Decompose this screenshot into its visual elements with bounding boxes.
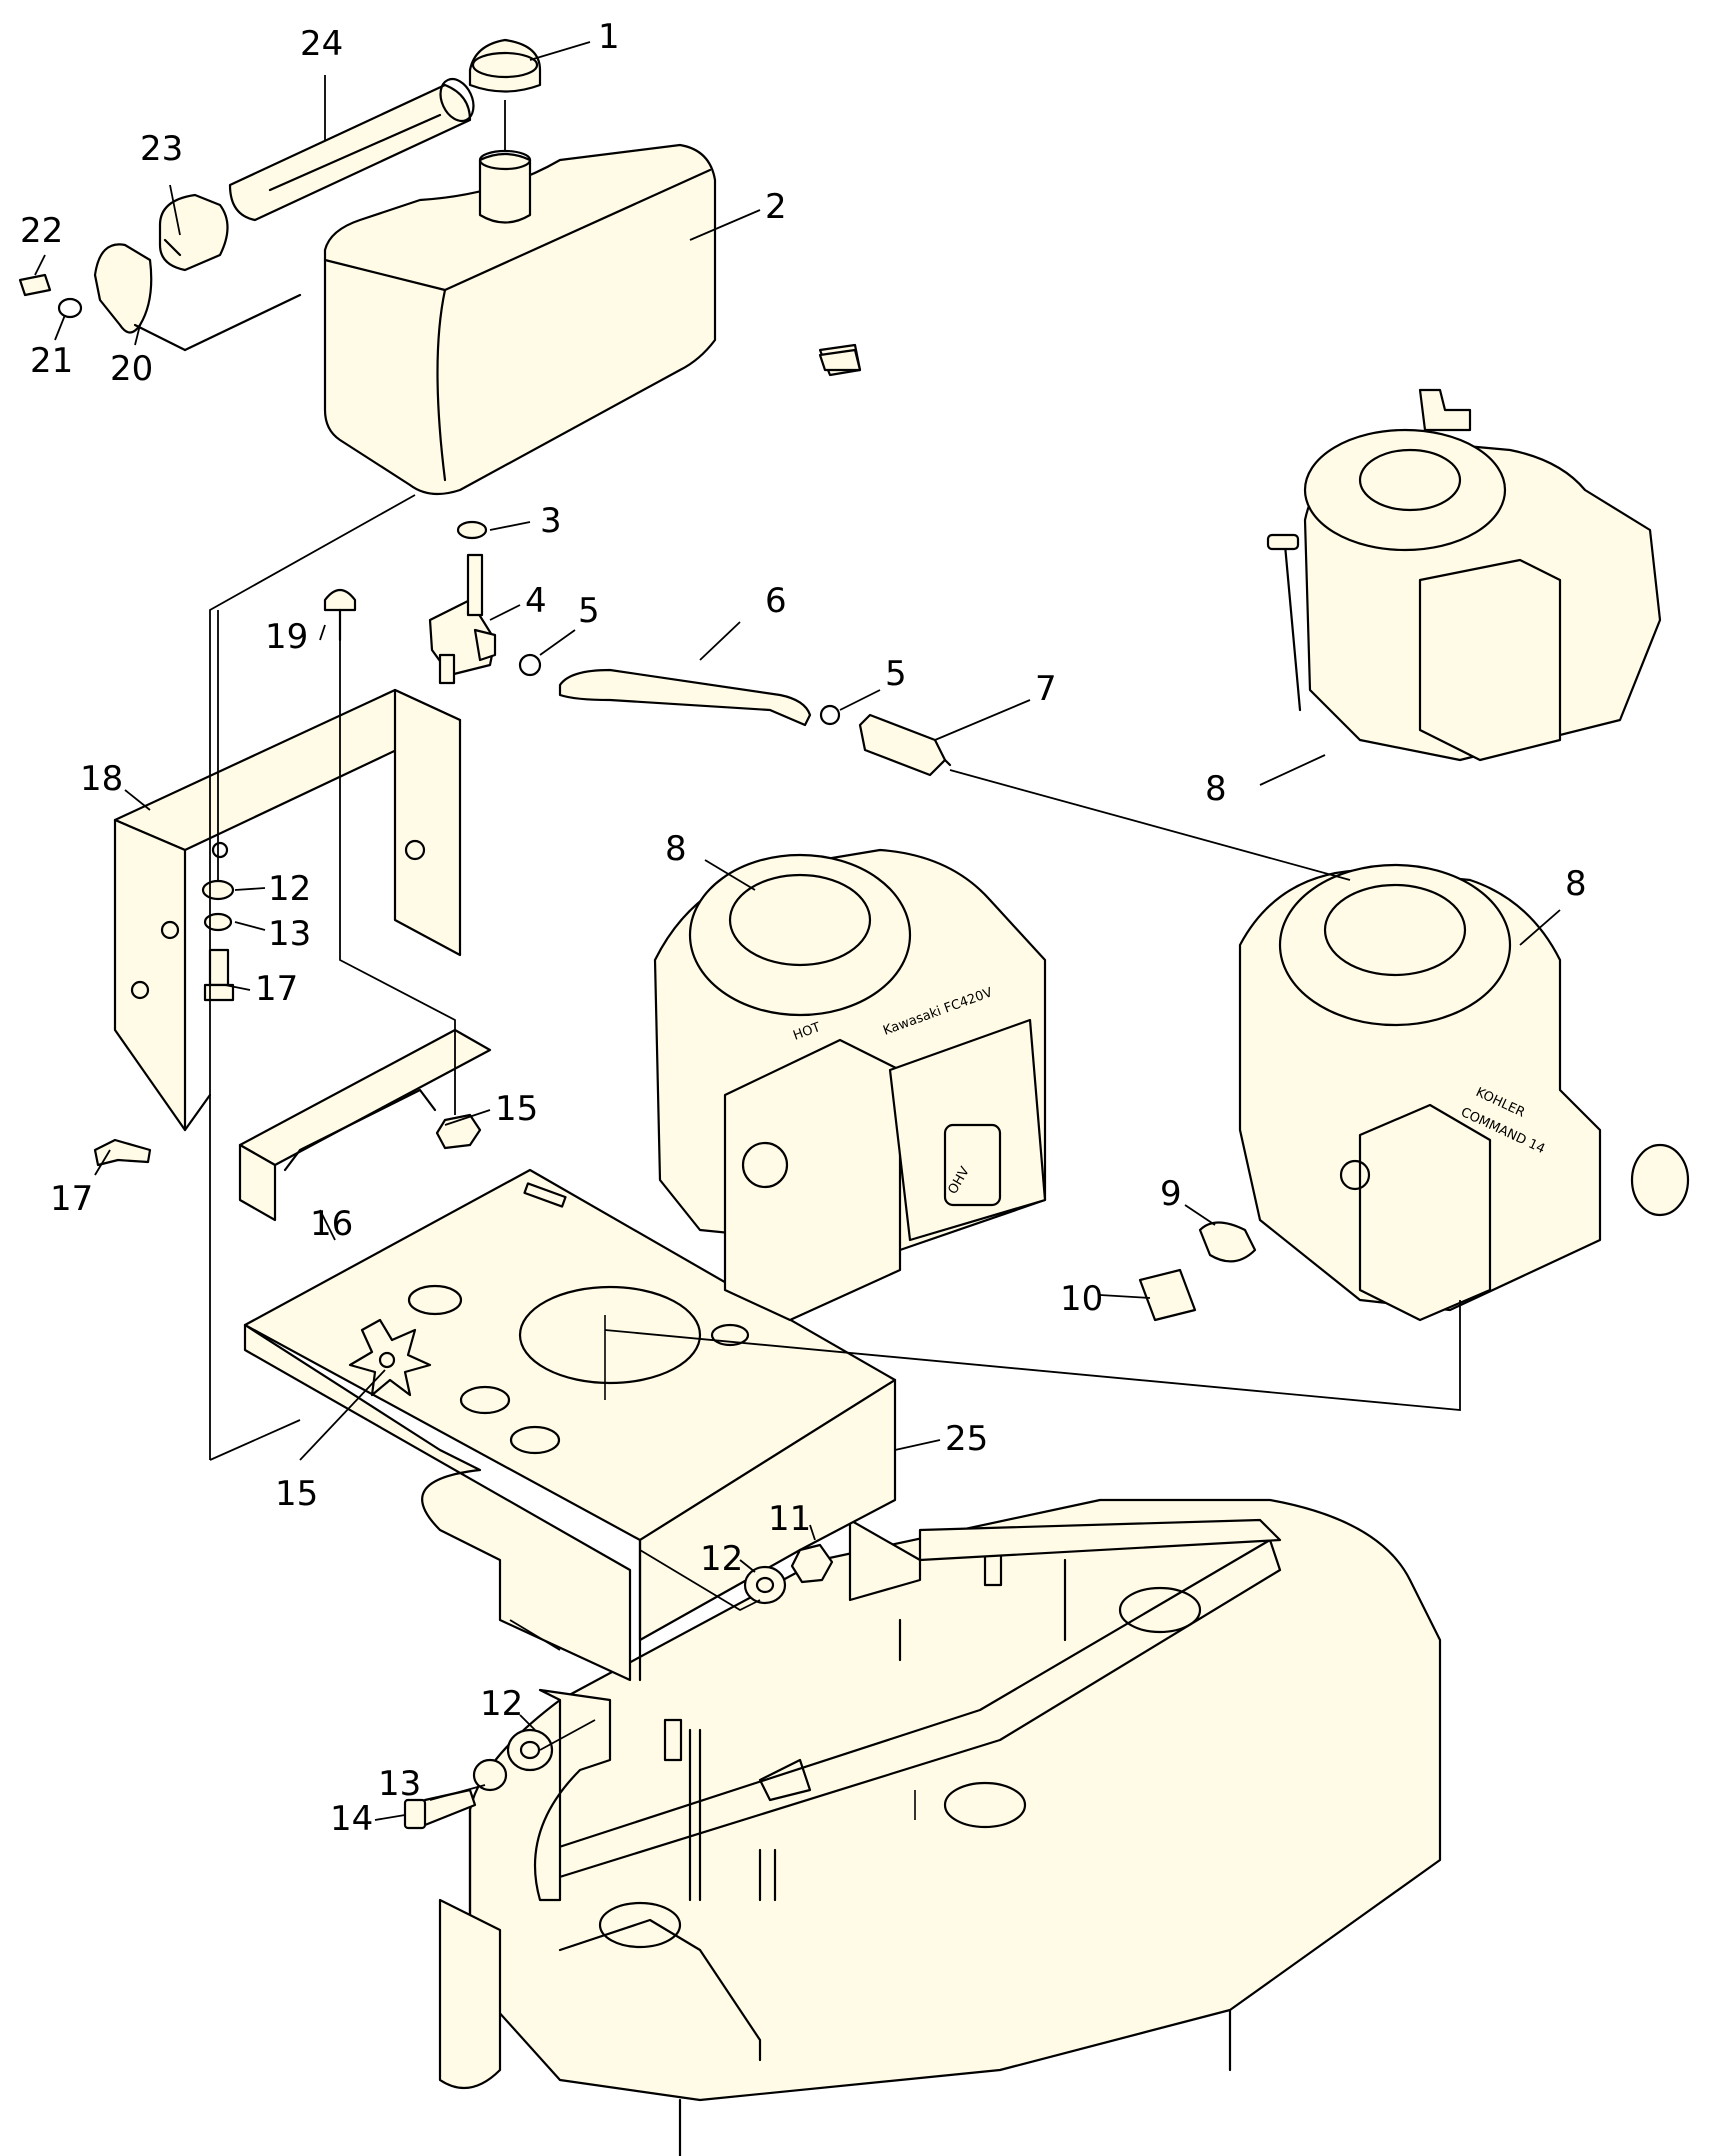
engine-mount-plate bbox=[243, 1168, 897, 1682]
callout-13b: 13 bbox=[378, 1764, 421, 1804]
callout-15b: 15 bbox=[275, 1474, 318, 1514]
cross-plate bbox=[238, 1028, 492, 1222]
callout-labels: 1 2 3 4 5 5 6 7 8 8 8 9 10 11 12 12 12 1… bbox=[20, 17, 1587, 1839]
callout-3: 3 bbox=[540, 501, 562, 541]
callout-8c: 8 bbox=[1565, 864, 1587, 904]
callout-16: 16 bbox=[310, 1204, 353, 1244]
callout-7: 7 bbox=[1035, 669, 1057, 709]
callout-24: 24 bbox=[300, 24, 343, 64]
callout-21: 21 bbox=[30, 341, 73, 381]
callout-15a: 15 bbox=[495, 1089, 538, 1129]
callout-17a: 17 bbox=[255, 969, 298, 1009]
callout-25: 25 bbox=[945, 1419, 988, 1459]
callout-11: 11 bbox=[768, 1499, 811, 1539]
engine-briggs bbox=[1266, 388, 1662, 762]
callout-4: 4 bbox=[525, 581, 547, 621]
callout-12b: 12 bbox=[268, 869, 311, 909]
callout-leaders bbox=[34, 41, 1561, 1821]
deck-mount-bracket bbox=[533, 1518, 1282, 1902]
callout-9: 9 bbox=[1160, 1174, 1182, 1214]
callout-8b: 8 bbox=[665, 829, 687, 869]
callout-22: 22 bbox=[20, 211, 63, 251]
callout-23: 23 bbox=[140, 129, 183, 169]
callout-5a: 5 bbox=[578, 591, 600, 631]
engine-kohler: KOHLER COMMAND 14 bbox=[1138, 863, 1690, 1322]
tank-bracket bbox=[113, 688, 462, 1132]
fuel-tank bbox=[323, 38, 717, 540]
callout-13a: 13 bbox=[268, 914, 311, 954]
mower-deck bbox=[438, 1498, 1442, 2156]
assembly-guide-lines bbox=[209, 100, 1461, 1751]
callout-19: 19 bbox=[265, 617, 308, 657]
engine-kawasaki: Kawasaki FC420V HOT OHV bbox=[653, 343, 1047, 1322]
hardware bbox=[93, 588, 834, 1830]
callout-8a: 8 bbox=[1205, 769, 1227, 809]
callout-2: 2 bbox=[765, 187, 787, 227]
callout-17b: 17 bbox=[50, 1179, 93, 1219]
callout-20: 20 bbox=[110, 349, 153, 389]
callout-1: 1 bbox=[598, 17, 620, 57]
callout-10: 10 bbox=[1060, 1279, 1103, 1319]
callout-12a: 12 bbox=[700, 1539, 743, 1579]
callout-6: 6 bbox=[765, 581, 787, 621]
callout-18: 18 bbox=[80, 759, 123, 799]
callout-14: 14 bbox=[330, 1799, 373, 1839]
fuel-gauge-assembly bbox=[18, 77, 475, 352]
callout-12c: 12 bbox=[480, 1684, 523, 1724]
callout-5b: 5 bbox=[885, 654, 907, 694]
fuel-line-assembly bbox=[428, 553, 952, 777]
